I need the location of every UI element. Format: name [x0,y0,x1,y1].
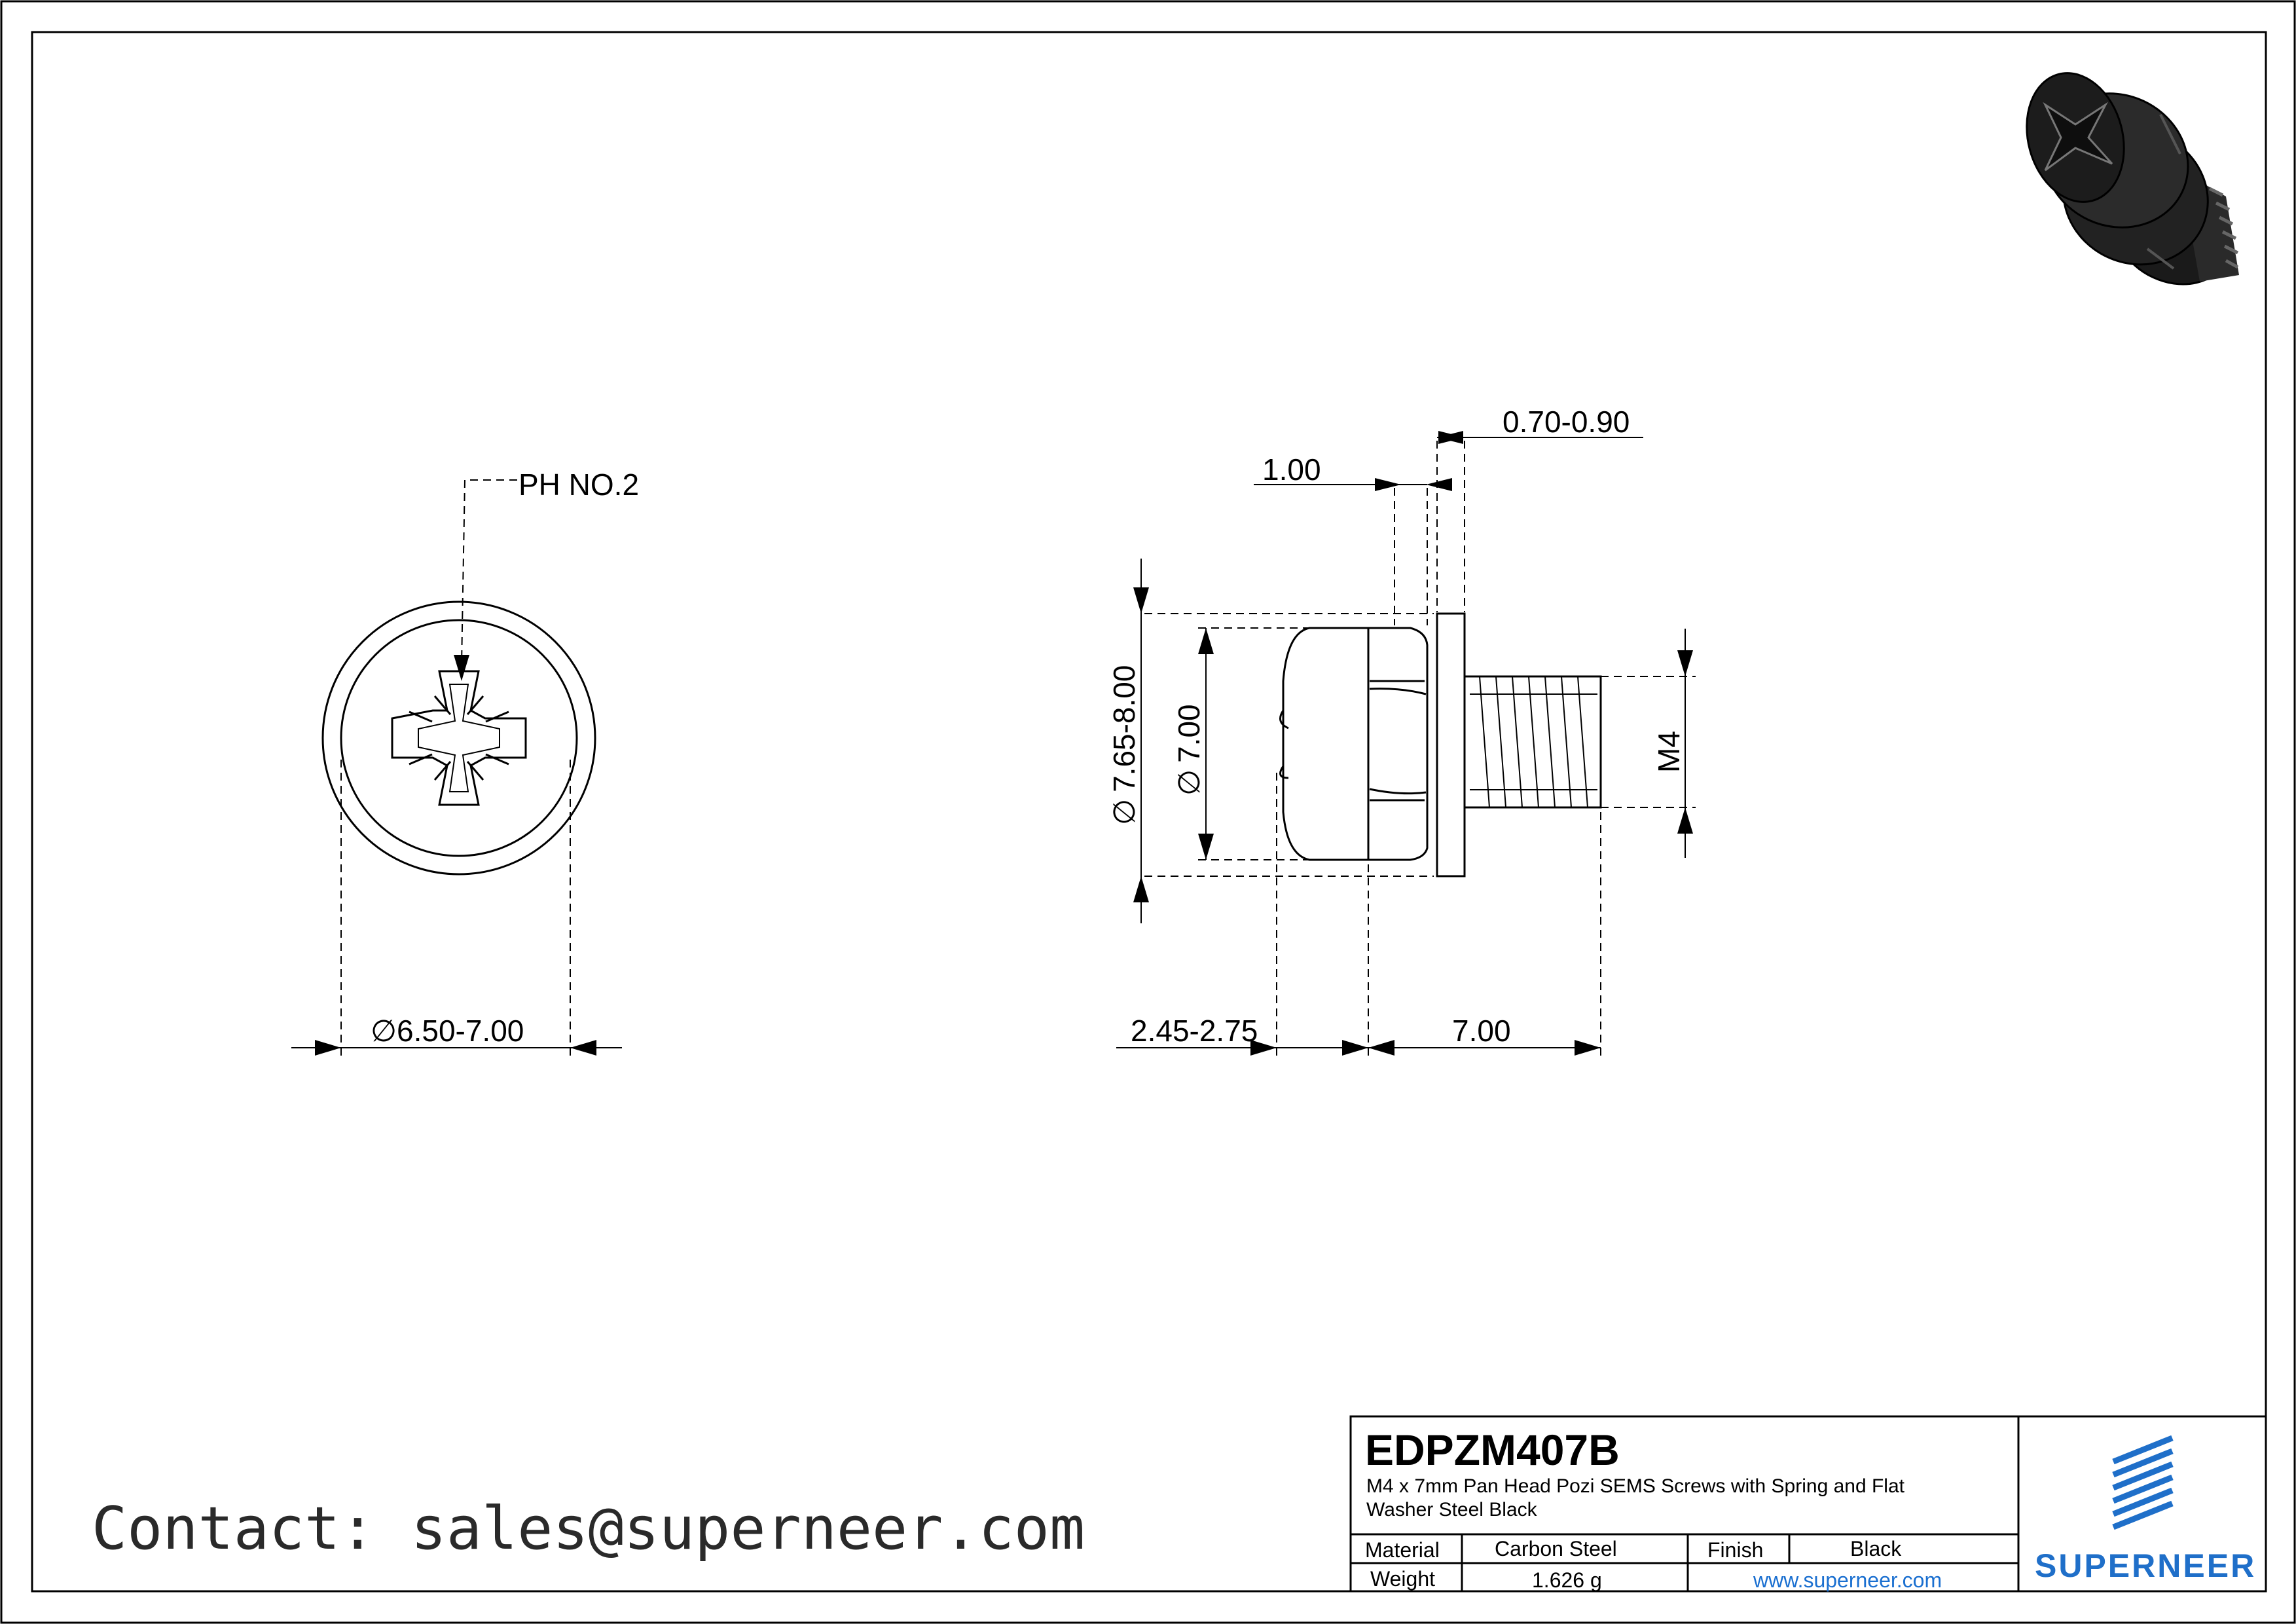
diameter-symbol: ∅ [371,1014,397,1048]
part-description-line1: M4 x 7mm Pan Head Pozi SEMS Screws with … [1366,1475,1905,1497]
head-dia-arrow-bottom [1198,834,1214,860]
finish-value: Black [1850,1537,1902,1560]
screw-3d-render [2026,72,2239,286]
part-description-line2: Washer Steel Black [1366,1499,1538,1521]
head-dia-arrow-top [1198,628,1214,654]
website-link[interactable]: www.superneer.com [1753,1568,1942,1592]
spring-thickness-label: 1.00 [1262,452,1321,487]
threaded-shank [1463,675,1602,809]
head-recess-notch [1279,710,1289,779]
front-head-diameter-label: 6.50-7.00 [397,1014,524,1048]
thread-size-label: M4 [1652,731,1686,773]
pozi-recess-icon [391,670,527,806]
part-code: EDPZM407B [1365,1426,1620,1474]
head-height-arrow-left [1250,1040,1277,1056]
pozi-rib-marks [409,695,509,781]
brand-name: SUPERNEER [2035,1547,2256,1584]
flat-washer [1436,612,1466,877]
title-block: EDPZM407B M4 x 7mm Pan Head Pozi SEMS Sc… [1349,1415,2267,1593]
superneer-logo-icon [2112,1435,2174,1530]
head-dia-label: ∅7.00 [1172,704,1206,796]
length-label: 7.00 [1452,1014,1511,1048]
recess-leader-line [461,479,517,665]
pozi-recess-inner-icon [418,684,500,792]
weight-value: 1.626 g [1532,1568,1602,1592]
length-arrow-left [1368,1040,1394,1056]
thread-dim-arrow-bottom [1677,807,1693,834]
weight-label: Weight [1370,1567,1435,1591]
spring-dim-arrow-right [1426,478,1452,491]
washer-thk-arrow-right [1438,431,1465,444]
contact-text: Contact: sales@superneer.com [92,1494,1085,1563]
head-inner-circle [340,619,578,857]
spring-washer-gap [1369,680,1427,802]
washer-dia-label: ∅7.65-8.00 [1107,665,1141,825]
drawing-frame [31,31,2267,1593]
washer-dia-arrow-bottom [1133,876,1149,902]
spring-washer [1367,627,1429,861]
finish-label: Finish [1707,1538,1763,1562]
thread-lines [1470,676,1597,808]
recess-label: PH NO.2 [519,468,639,502]
front-dim-arrow-right [570,1040,596,1056]
recess-leader-arrow [454,655,469,681]
head-height-arrow-right [1342,1040,1368,1056]
washer-thickness-label: 0.70-0.90 [1503,405,1630,439]
front-dim-arrow-left [315,1040,341,1056]
head-height-label: 2.45-2.75 [1131,1014,1258,1048]
head-outer-circle [321,600,596,876]
spring-dim-arrow-left [1375,478,1401,491]
washer-dia-arrow-top [1133,587,1149,614]
material-label: Material [1365,1538,1440,1562]
length-arrow-right [1575,1040,1601,1056]
front-view: PH NO.2 ∅ 6.50-7.00 [291,468,639,1061]
side-view: ∅7.65-8.00 ∅7.00 M4 1.00 0.70-0.90 [1107,405,1696,1058]
pan-head [1282,627,1370,861]
material-value: Carbon Steel [1495,1537,1617,1560]
thread-dim-arrow-top [1677,650,1693,676]
